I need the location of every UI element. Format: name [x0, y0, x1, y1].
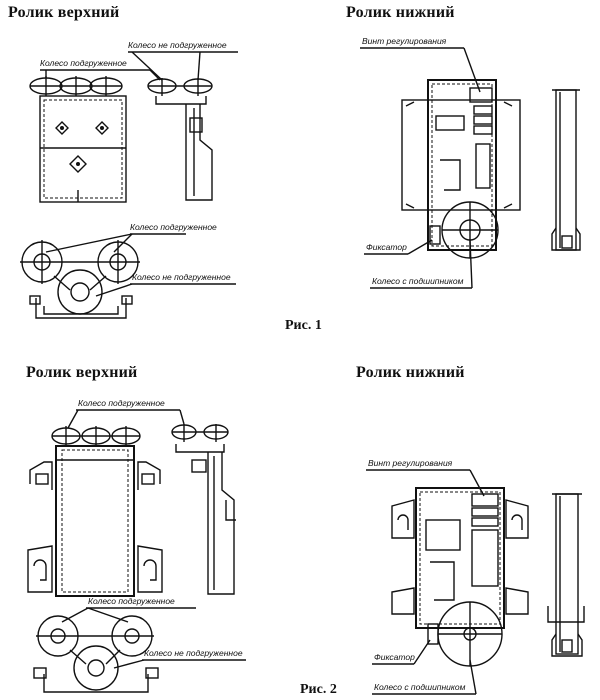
fig1-wheel-assembly: Колесо подгруженное Колесо не подгруженн…	[20, 222, 236, 319]
fig2-label-adjust-screw: Винт регулирования	[368, 458, 453, 468]
fig1-label-wheel-not-loaded-top: Колесо не подгруженное	[128, 40, 227, 50]
fig1-label-wheel-loaded-top: Колесо подгруженное	[40, 58, 127, 68]
fig1-label-adjust-screw: Винт регулирования	[362, 36, 447, 46]
fig2-label-latch: Фиксатор	[374, 652, 415, 662]
fig1-label-wheel-not-loaded-bottom: Колесо не подгруженное	[132, 272, 231, 282]
fig2-wheel-assembly: Колесо подгруженное Колесо не подгруженн…	[33, 596, 246, 693]
fig1-lower-roller: Винт регулирования Фиксатор Колесо с под…	[360, 36, 581, 289]
fig1-caption: Рис. 1	[285, 318, 322, 333]
fig2-upper-roller-title: Ролик верхний	[26, 364, 138, 381]
fig1-upper-side-view	[147, 78, 213, 201]
fig1-upper-wheels	[29, 76, 123, 96]
fig2-lower-roller: Винт регулирования Фиксатор Колесо с под…	[366, 458, 585, 695]
fig1-upper-roller: Колесо подгруженное Колесо не подгруженн…	[29, 40, 238, 203]
fig1-label-latch: Фиксатор	[366, 242, 407, 252]
fig1-lower-side-view	[551, 89, 581, 251]
fig2-upper-roller: Колесо подгруженное	[27, 398, 236, 597]
fig1-label-wheel-with-bearing: Колесо с подшипником	[372, 276, 464, 286]
fig2-label-wheel-loaded-top: Колесо подгруженное	[78, 398, 165, 408]
fig2-caption: Рис. 2	[300, 682, 337, 697]
fig2-upper-side-view	[171, 424, 236, 595]
fig2-lower-roller-title: Ролик нижний	[356, 364, 465, 381]
fig1-upper-roller-title: Ролик верхний	[8, 4, 120, 21]
fig2-lower-side-view	[547, 493, 585, 657]
fig1-upper-body	[39, 95, 127, 203]
fig2-label-wheel-not-loaded-bottom: Колесо не подгруженное	[144, 648, 243, 658]
fig2-upper-body	[55, 445, 135, 597]
fig2-label-wheel-with-bearing: Колесо с подшипником	[374, 682, 466, 692]
fig1-label-wheel-loaded-bottom: Колесо подгруженное	[130, 222, 217, 232]
fig1-lower-roller-title: Ролик нижний	[346, 4, 455, 21]
fig2-label-wheel-loaded-bottom: Колесо подгруженное	[88, 596, 175, 606]
